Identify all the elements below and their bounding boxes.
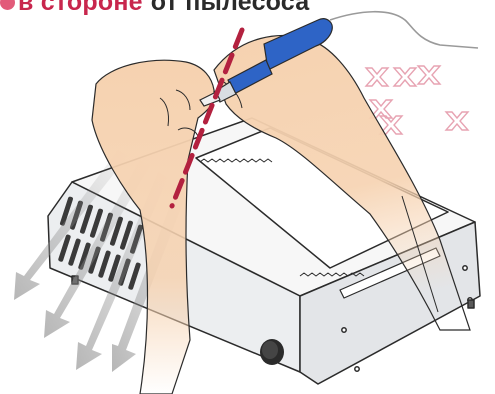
handpiece-cable <box>330 12 478 48</box>
knob-icon <box>260 339 284 365</box>
x-pattern-icon <box>366 66 468 134</box>
